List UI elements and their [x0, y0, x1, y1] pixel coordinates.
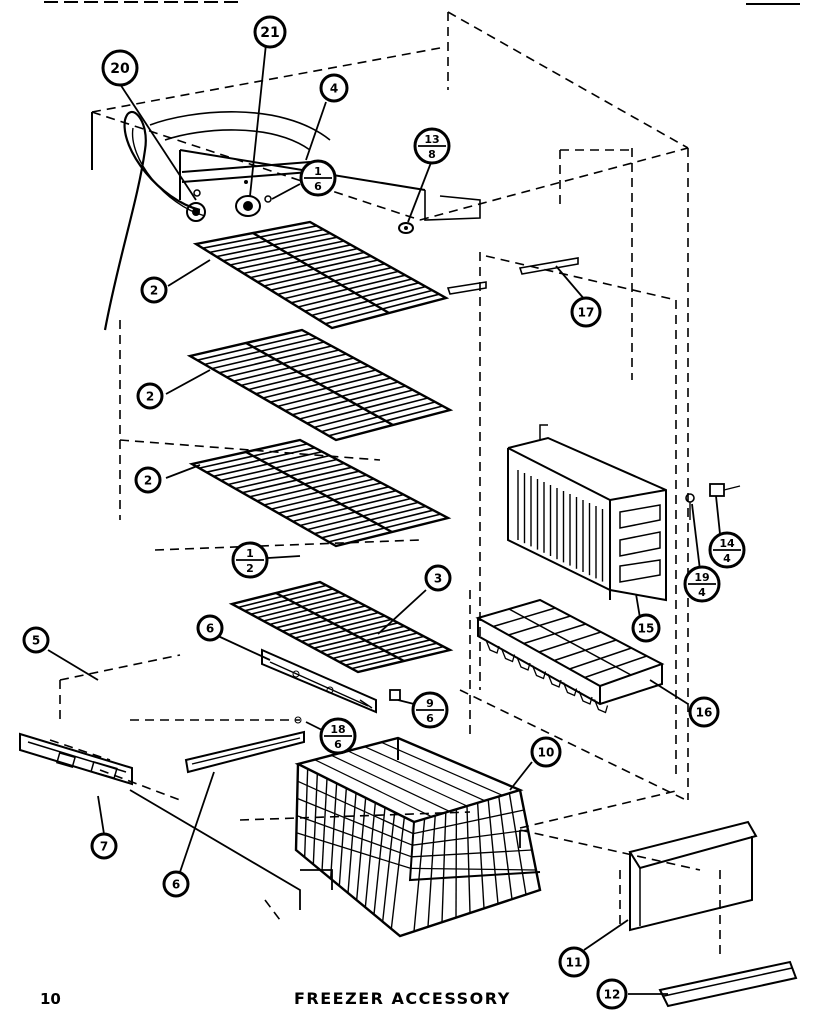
callout-number: 5	[32, 633, 40, 647]
callout-number-bottom: 8	[428, 148, 436, 161]
callout-17: 17	[570, 296, 602, 328]
callout-2b: 2	[136, 382, 164, 410]
page-number: 10	[40, 990, 61, 1008]
control-knob-21	[235, 180, 272, 217]
cabinet-outline	[49, 11, 721, 960]
screw-19	[685, 493, 695, 520]
cabinet-floor	[129, 789, 521, 910]
ice-cube-tray-16	[475, 598, 665, 714]
callout-number-top: 19	[694, 571, 709, 584]
callout-number: 21	[260, 25, 279, 41]
wire-shelf-second	[186, 328, 454, 442]
callout-15: 15	[631, 613, 661, 643]
callout-20: 20	[101, 49, 139, 87]
callout-number-bottom: 6	[314, 180, 322, 193]
callout-number: 2	[144, 473, 152, 487]
callout-number: 4	[330, 81, 338, 95]
callout-18-6: 186	[319, 717, 357, 755]
front-trim-7	[19, 732, 133, 786]
ice-maker-assembly-15	[507, 424, 667, 602]
callout-number: 17	[578, 305, 595, 319]
callout-markers: 2021416138217221231441941556961861610761…	[22, 15, 746, 1010]
callout-number-top: 13	[424, 133, 439, 146]
callout-5: 5	[22, 626, 50, 654]
callout-2a: 2	[140, 276, 168, 304]
callout-number: 2	[150, 283, 158, 297]
wire-shelf-third	[188, 438, 452, 548]
clip-14	[709, 483, 741, 497]
callout-number: 2	[146, 389, 154, 403]
basket-rail-6	[261, 648, 377, 714]
callout-number-bottom: 2	[246, 562, 254, 575]
callout-number: 15	[638, 621, 655, 635]
callout-number: 11	[566, 955, 583, 969]
callout-number: 6	[172, 877, 180, 891]
callout-number-top: 9	[426, 697, 434, 710]
basket-rail-8	[184, 699, 373, 774]
wire-shelves	[186, 220, 454, 674]
callout-6b: 6	[162, 870, 190, 898]
callout-number-top: 1	[246, 547, 254, 560]
callout-21: 21	[253, 15, 287, 49]
callout-number: 10	[538, 745, 555, 759]
wire-basket-10	[294, 736, 542, 938]
callout-1-6: 16	[299, 159, 337, 197]
callout-number-bottom: 6	[334, 738, 342, 751]
wire-shelf-top	[192, 220, 450, 330]
cropped-header-fragment	[44, 1, 800, 5]
callout-number: 6	[206, 621, 214, 635]
callout-number: 7	[100, 839, 108, 853]
callout-2c: 2	[134, 466, 162, 494]
callout-number: 16	[696, 705, 713, 719]
leader-lines	[47, 43, 721, 995]
callout-9-6: 96	[411, 691, 449, 729]
callout-7: 7	[90, 832, 118, 860]
callout-19-4: 194	[683, 565, 721, 603]
callout-number-bottom: 4	[698, 586, 706, 599]
callout-number-bottom: 4	[723, 552, 731, 565]
callout-11: 11	[558, 946, 590, 978]
wiring-cord	[103, 111, 206, 331]
callout-number: 20	[110, 61, 130, 77]
ice-tray-cells	[485, 607, 647, 714]
callout-14-4: 144	[708, 531, 746, 569]
callout-number-bottom: 6	[426, 712, 434, 725]
callout-1-2: 12	[231, 541, 269, 579]
thermostat-knob-20	[186, 189, 206, 222]
wire-shelf-bottom	[228, 580, 454, 674]
light-socket-part	[398, 222, 414, 234]
trim-strip-12	[658, 960, 798, 1008]
callout-number: 3	[434, 571, 442, 585]
callout-3: 3	[424, 564, 452, 592]
callout-12: 12	[596, 978, 628, 1010]
callout-10: 10	[530, 736, 562, 768]
callout-6a: 6	[196, 614, 224, 642]
screw-9	[389, 689, 401, 701]
callout-number-top: 14	[719, 537, 735, 550]
callout-16: 16	[688, 696, 720, 728]
callout-13-8: 138	[413, 127, 451, 165]
ice-maker-grille	[517, 470, 604, 582]
liner-top-panel	[91, 111, 481, 221]
door-rack-11	[628, 820, 758, 932]
shelf-bracket-17	[446, 257, 579, 295]
callout-number-top: 1	[314, 165, 322, 178]
callout-number-top: 18	[330, 723, 345, 736]
callout-number: 12	[604, 987, 621, 1001]
diagram-title: FREEZER ACCESSORY	[294, 989, 511, 1008]
callout-4: 4	[319, 73, 349, 103]
